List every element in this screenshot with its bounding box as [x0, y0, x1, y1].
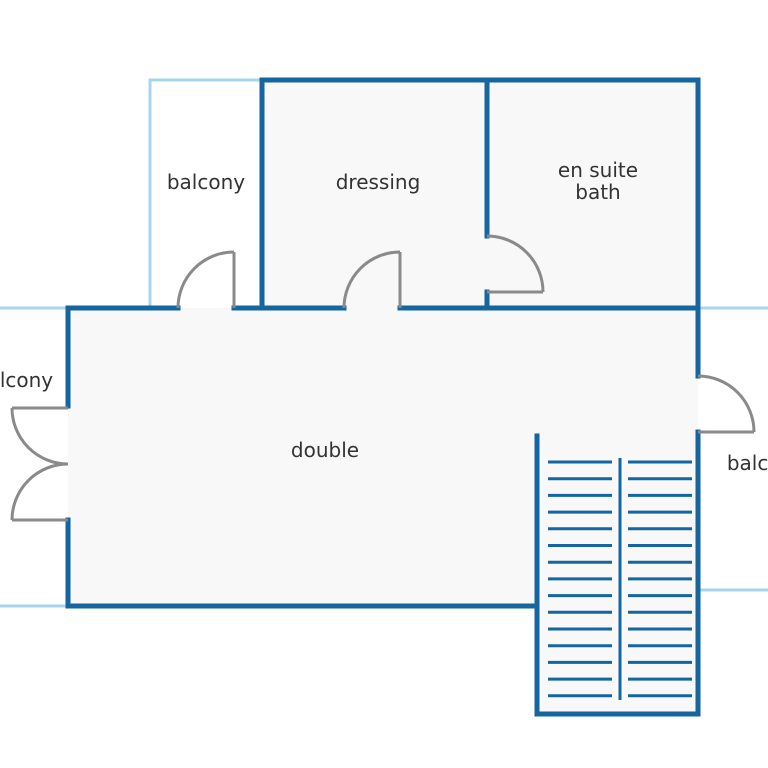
label-balcony-top: balcony: [167, 170, 245, 194]
balcony-top-outline: [148, 78, 262, 308]
walls: [65, 77, 701, 717]
door-balcony-left[interactable]: [10, 406, 69, 522]
label-en-suite-line1: en suite: [558, 158, 638, 182]
label-balcony-left: balcony: [0, 368, 53, 392]
en-suite-fill: [487, 80, 698, 308]
stair-fill: [537, 436, 698, 714]
dressing-fill: [262, 80, 487, 308]
label-double: double: [291, 438, 359, 462]
door-dressing[interactable]: [342, 250, 402, 309]
label-dressing: dressing: [336, 170, 421, 194]
door-balcony-right[interactable]: [697, 374, 756, 434]
door-en-suite[interactable]: [486, 234, 545, 294]
staircase: [548, 458, 692, 700]
doors: [10, 234, 756, 522]
label-en-suite-line2: bath: [575, 180, 620, 204]
balcony-outlines: [0, 78, 768, 608]
room-fills: [68, 80, 698, 714]
door-balcony-top[interactable]: [176, 250, 236, 309]
label-balcony-right: balcony: [727, 451, 768, 475]
wall-top-rooms: [259, 77, 701, 311]
room-labels: balcony dressing en suite bath balcony d…: [0, 158, 768, 475]
wall-stair: [534, 433, 701, 717]
